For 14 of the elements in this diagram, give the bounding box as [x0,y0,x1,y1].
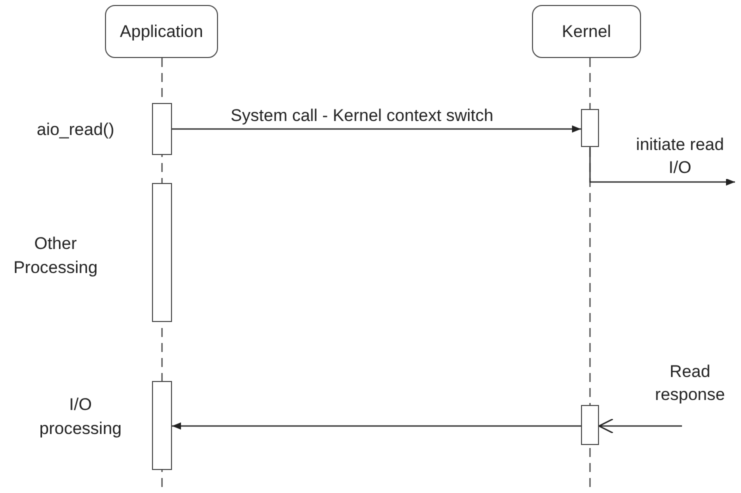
activation-bar [152,183,172,322]
activation-bar [152,381,172,470]
bar-caption: aio_read() [36,119,116,141]
bar-caption: I/O processing [38,394,123,440]
activation-bar [581,109,599,147]
arrow [598,418,682,434]
arrow [172,422,581,430]
lifeline-header: Kernel [532,5,641,58]
arrow [589,147,735,186]
lifeline-header: Application [105,5,218,58]
activation-bar [581,405,599,445]
bar-caption: Other Processing [12,233,99,279]
arrow [172,125,581,133]
activation-bar [152,103,172,155]
